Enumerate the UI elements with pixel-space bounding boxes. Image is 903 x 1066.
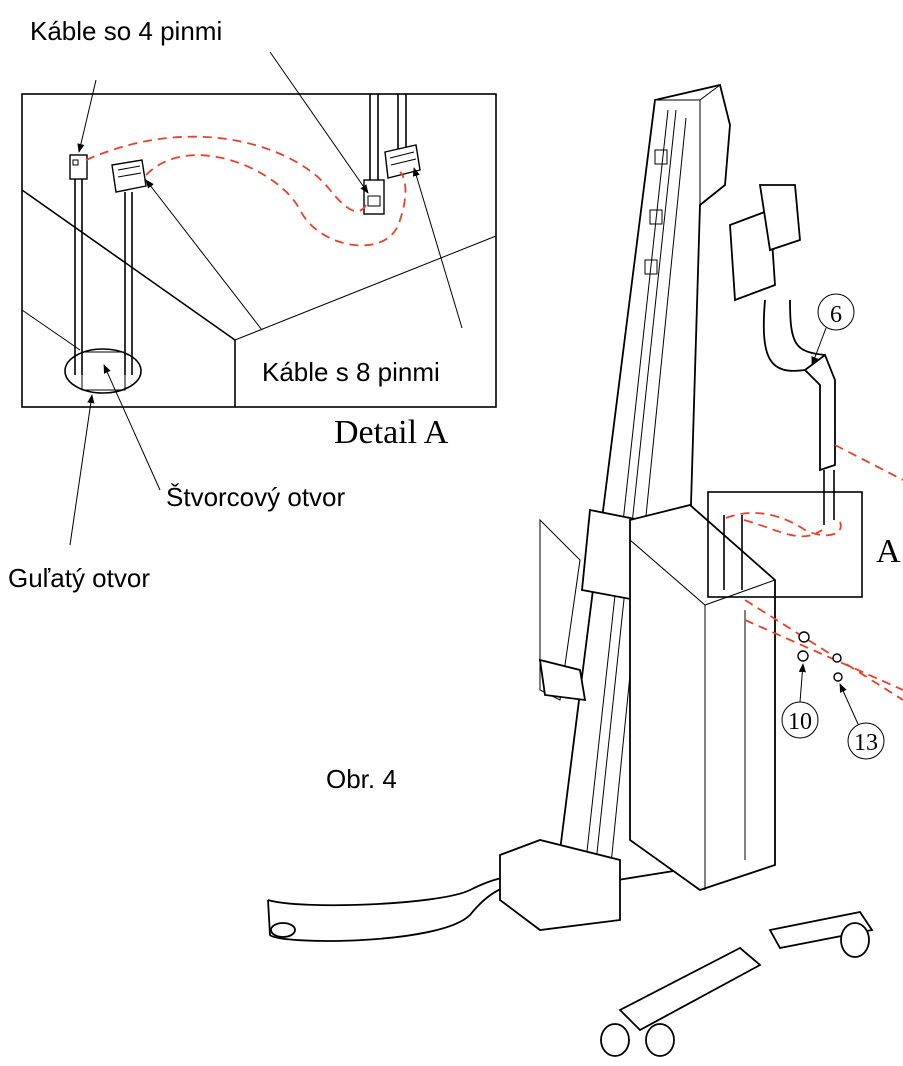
main-cables xyxy=(723,470,842,590)
cable-route-4pin xyxy=(85,135,367,213)
lift-column xyxy=(553,83,731,892)
detail-a-marker-frame xyxy=(707,491,863,598)
leader-8pin-left xyxy=(145,179,263,331)
connector-8pin-left xyxy=(111,159,147,193)
washers-part-10 xyxy=(797,631,810,662)
leader-4pin-right xyxy=(269,51,369,194)
guide-line-arm xyxy=(834,444,903,481)
detail-cables xyxy=(74,94,407,375)
leader-round-hole xyxy=(69,394,95,546)
figure-caption: Obr. 4 xyxy=(326,764,397,794)
leader-square-hole xyxy=(103,364,161,491)
detail-a-frame xyxy=(21,93,497,408)
machine-assembly: A xyxy=(267,83,903,1057)
label-round-hole: Guľatý otvor xyxy=(8,563,150,593)
label-cable-8pin: Káble s 8 pinmi xyxy=(262,357,440,387)
svg-text:13: 13 xyxy=(854,730,878,756)
leader-8pin-right xyxy=(412,167,463,329)
base-legs xyxy=(267,875,874,1057)
callout-part-13: 13 xyxy=(839,683,885,760)
connector-4pin-left xyxy=(69,154,88,180)
control-arm xyxy=(729,184,836,472)
label-detail-a: Detail A xyxy=(334,414,449,451)
guide-line-screws-1 xyxy=(744,599,903,701)
leader-4pin-left xyxy=(77,79,97,153)
square-hole xyxy=(81,351,126,391)
callout-part-10: 10 xyxy=(781,663,819,739)
svg-text:10: 10 xyxy=(788,709,812,735)
detail-box-edges xyxy=(21,189,497,407)
detail-a-inset xyxy=(21,93,497,408)
callout-part-6: 6 xyxy=(811,293,855,366)
label-detail-marker: A xyxy=(876,533,901,570)
cable-route-8pin xyxy=(145,154,407,247)
label-cable-4pin: Káble so 4 pinmi xyxy=(30,16,222,46)
connector-4pin-right xyxy=(363,179,385,215)
base-cabinet xyxy=(499,504,776,931)
svg-text:6: 6 xyxy=(830,302,842,328)
connector-8pin-right xyxy=(384,144,421,179)
label-square-hole: Štvorcový otvor xyxy=(166,482,346,512)
round-hole xyxy=(64,348,142,394)
screws-part-13 xyxy=(832,653,843,682)
